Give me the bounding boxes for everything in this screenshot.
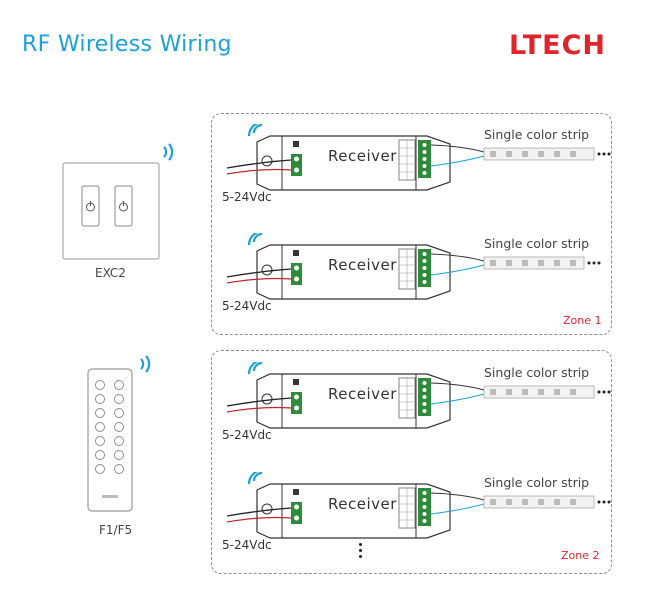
strip-label: Single color strip xyxy=(484,127,590,142)
receiver-unit: Receiver Single color strip 5-24Vdc xyxy=(222,472,612,562)
receiver-diagram xyxy=(226,472,611,539)
voltage-label: 5-24Vdc xyxy=(222,428,272,442)
remote-control-icon xyxy=(87,355,151,512)
more-units-ellipsis-icon xyxy=(359,543,362,561)
receiver-label: Receiver xyxy=(328,385,397,403)
receiver-label: Receiver xyxy=(328,256,397,274)
voltage-label: 5-24Vdc xyxy=(222,538,272,552)
voltage-label: 5-24Vdc xyxy=(222,190,272,204)
receiver-diagram xyxy=(226,124,611,191)
page-title: RF Wireless Wiring xyxy=(22,32,232,57)
zone-1-label: Zone 1 xyxy=(563,314,602,327)
zone-1-box xyxy=(211,113,612,335)
wall-panel-icon xyxy=(62,143,174,260)
receiver-diagram xyxy=(226,362,611,429)
receiver-label: Receiver xyxy=(328,147,397,165)
receiver-unit: Receiver Single color strip 5-24Vdc xyxy=(222,362,612,452)
strip-label: Single color strip xyxy=(484,236,590,251)
receiver-diagram xyxy=(226,233,601,300)
receiver-unit: Receiver Single color strip 5-24Vdc xyxy=(222,233,612,323)
brand-logo: LTECH xyxy=(509,30,607,61)
receiver-unit: Receiver Single color strip 5-24Vdc xyxy=(222,124,612,214)
voltage-label: 5-24Vdc xyxy=(222,299,272,313)
device-label-exc2: EXC2 xyxy=(95,266,126,280)
receiver-label: Receiver xyxy=(328,495,397,513)
strip-label: Single color strip xyxy=(484,475,590,490)
zone-2-box xyxy=(211,350,612,574)
zone-2-label: Zone 2 xyxy=(561,549,600,562)
strip-label: Single color strip xyxy=(484,365,590,380)
device-label-f1f5: F1/F5 xyxy=(99,523,133,537)
